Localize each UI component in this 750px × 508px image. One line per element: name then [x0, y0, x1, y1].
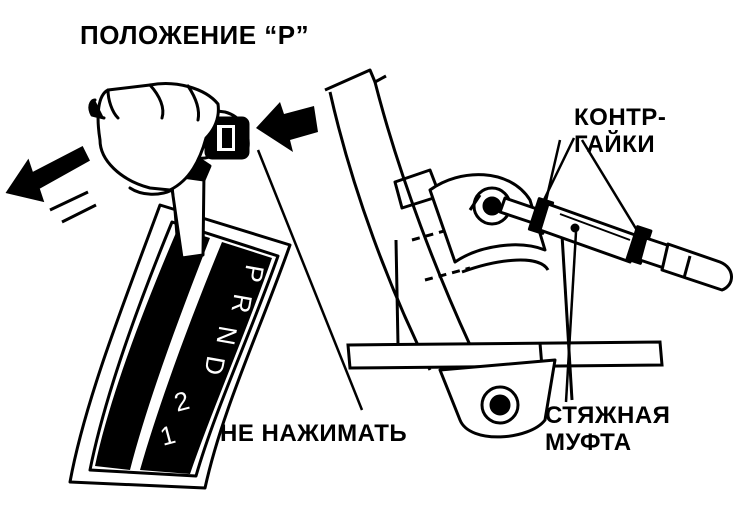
gate-letter-r: R [225, 292, 258, 316]
hand [88, 82, 220, 196]
rod-end [660, 242, 733, 292]
coupling-label: СТЯЖНАЯ МУФТА [545, 402, 670, 456]
locknuts-label-line-2: ГАЙКИ [574, 131, 656, 158]
lower-arm [438, 358, 557, 439]
pull-arrow-icon [5, 145, 97, 224]
coupling-label-line-2: МУФТА [545, 429, 632, 456]
selector-column [324, 68, 472, 371]
gate-indicator-strip [140, 242, 272, 474]
no-press-label: НЕ НАЖИМАТЬ [220, 420, 408, 447]
locknuts-label-line-1: КОНТР- [574, 104, 667, 131]
locknuts-label: КОНТР- ГАЙКИ [574, 104, 666, 158]
gate-letter-n: N [210, 324, 243, 348]
crossbar [346, 340, 664, 370]
position-p-title: ПОЛОЖЕНИЕ “Р” [80, 20, 310, 50]
support-rods [394, 234, 574, 401]
adjusting-rod [498, 196, 733, 292]
ball-joint [468, 186, 512, 226]
gate-letter-p: P [238, 262, 271, 284]
push-arrow-icon [256, 102, 318, 152]
gate-letter-d: D [198, 354, 231, 378]
gate-slot [95, 228, 210, 470]
console-frame [88, 220, 280, 478]
coupling-label-line-1: СТЯЖНАЯ [545, 402, 671, 429]
no-press-leader-line [256, 149, 364, 411]
coupling-leader-line [564, 231, 578, 403]
turnbuckle-sleeve [538, 202, 640, 264]
locknut-leader-lines [538, 137, 640, 233]
